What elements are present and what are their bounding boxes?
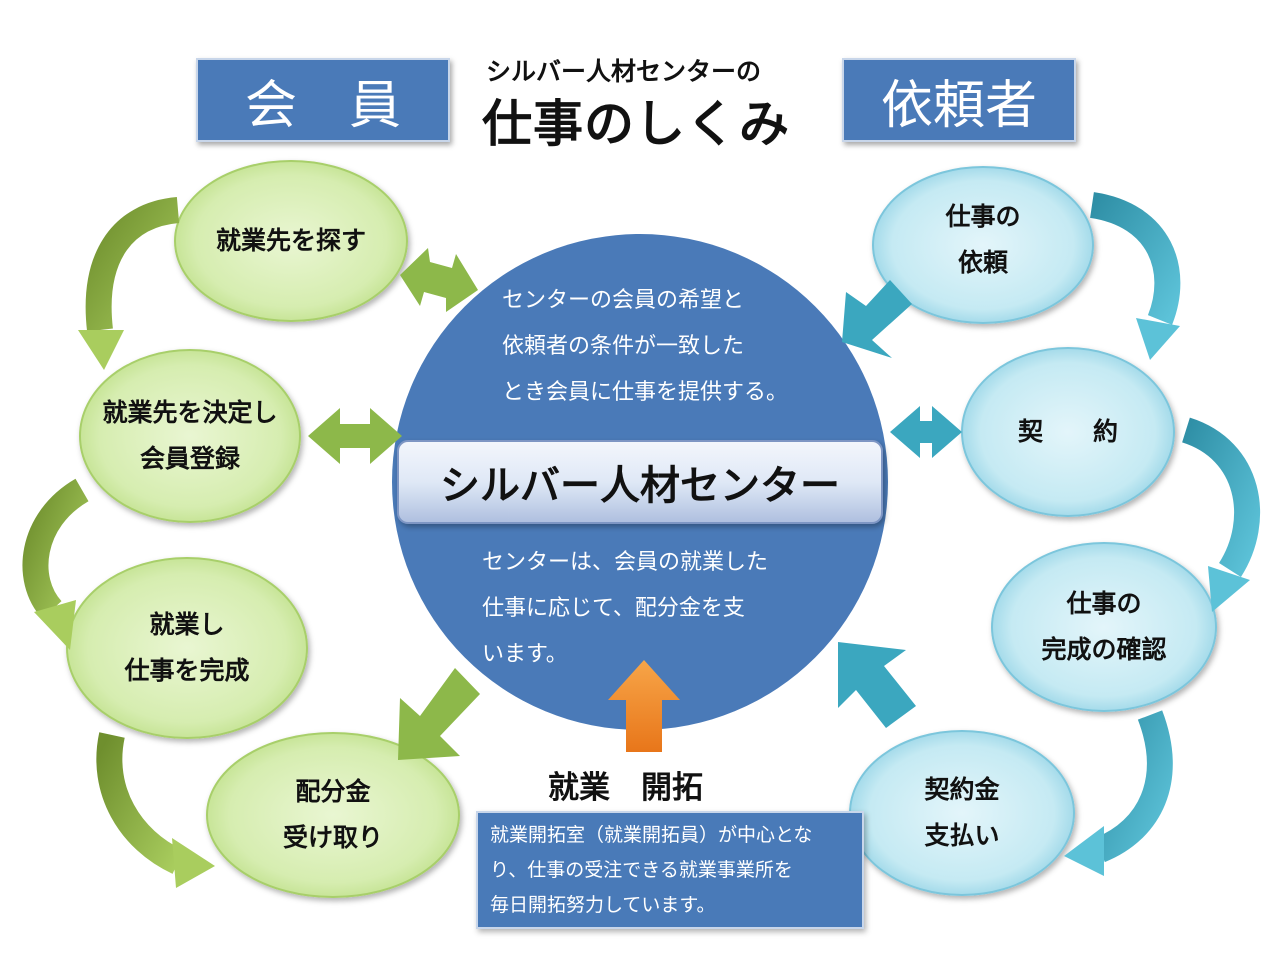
contract-payment-arrow — [838, 642, 916, 728]
member-step-1-ellipse — [174, 160, 408, 322]
member-step-4-line-1: 配分金 — [295, 777, 371, 806]
member-step-3-ellipse — [66, 557, 308, 739]
member-step-2-ellipse — [79, 349, 301, 523]
member-step-2-line-2: 会員登録 — [139, 444, 240, 473]
request-arrow — [842, 280, 912, 358]
client-header-box: 依頼者 — [842, 58, 1076, 142]
client-step-1-line-2: 依頼 — [957, 248, 1008, 277]
title-large: 仕事のしくみ — [482, 95, 790, 153]
member-step-2-line-1: 就業先を決定し — [102, 398, 278, 427]
member-flow-arrow-1 — [78, 197, 180, 370]
member-header-box: 会 員 — [196, 58, 450, 142]
client-flow-arrow-2 — [1181, 417, 1261, 612]
member-step-3-line-2: 仕事を完成 — [124, 656, 250, 685]
center-bottom-line-3: います。 — [482, 642, 568, 667]
payout-arrow — [398, 668, 480, 760]
client-step-3-line-1: 仕事の — [1066, 589, 1142, 618]
center-top-line-3: とき会員に仕事を提供する。 — [502, 380, 789, 405]
development-box-bg — [476, 811, 864, 929]
client-step-3-line-2: 完成の確認 — [1041, 635, 1167, 664]
center-top-text: センターの会員の希望と 依頼者の条件が一致した とき会員に仕事を提供する。 — [502, 278, 788, 416]
center-top-line-2: 依頼者の条件が一致した — [502, 334, 745, 359]
development-line-1: 就業開拓室（就業開拓員）が中心とな — [490, 824, 813, 846]
member-step-4-ellipse — [206, 732, 460, 898]
client-step-1-line-1: 仕事の — [945, 202, 1021, 231]
client-step-2-label: 契 約 — [962, 390, 1174, 474]
client-step-2-line-1: 契 約 — [1017, 417, 1118, 446]
development-text: 就業開拓室（就業開拓員）が中心とな り、仕事の受注できる就業事業所を 毎日開拓努… — [490, 818, 860, 923]
development-up-arrow — [608, 660, 680, 752]
center-banner: シルバー人材センター — [440, 463, 840, 509]
member-step-1-line-1: 就業先を探す — [215, 226, 366, 255]
client-double-arrow — [890, 406, 962, 458]
member-step-1-label: 就業先を探す — [175, 201, 407, 281]
member-step-3-line-1: 就業し — [149, 610, 225, 639]
client-step-4-line-1: 契約金 — [924, 775, 1000, 804]
member-flow-arrow-2 — [22, 478, 90, 650]
center-top-line-1: センターの会員の希望と — [502, 288, 745, 313]
client-step-4-line-2: 支払い — [924, 821, 1000, 850]
center-bottom-text: センターは、会員の就業した 仕事に応じて、配分金を支 います。 — [482, 540, 768, 678]
center-bottom-line-2: 仕事に応じて、配分金を支 — [482, 596, 745, 621]
member-step-3-label: 就業し 仕事を完成 — [67, 602, 307, 694]
client-flow-arrow-3 — [1064, 710, 1173, 876]
member-step-4-label: 配分金 受け取り — [207, 769, 459, 861]
client-step-1-ellipse — [872, 166, 1094, 324]
member-double-arrow-1 — [400, 248, 478, 312]
member-double-arrow-2 — [308, 408, 402, 464]
client-step-1-label: 仕事の 依頼 — [873, 192, 1093, 288]
member-flow-arrow-3 — [96, 732, 215, 888]
development-line-2: り、仕事の受注できる就業事業所を — [490, 859, 793, 881]
client-step-4-label: 契約金 支払い — [850, 767, 1074, 859]
client-step-3-label: 仕事の 完成の確認 — [992, 581, 1216, 673]
member-step-4-line-2: 受け取り — [282, 823, 383, 852]
center-banner-bg — [397, 440, 883, 524]
title-small: シルバー人材センターの — [486, 57, 762, 86]
development-title: 就業 開拓 — [548, 770, 703, 806]
development-line-3: 毎日開拓努力しています。 — [490, 894, 716, 916]
client-step-3-ellipse — [991, 542, 1217, 712]
member-step-2-label: 就業先を決定し 会員登録 — [80, 390, 300, 482]
center-bottom-line-1: センターは、会員の就業した — [482, 550, 769, 575]
client-flow-arrow-1 — [1089, 192, 1181, 360]
